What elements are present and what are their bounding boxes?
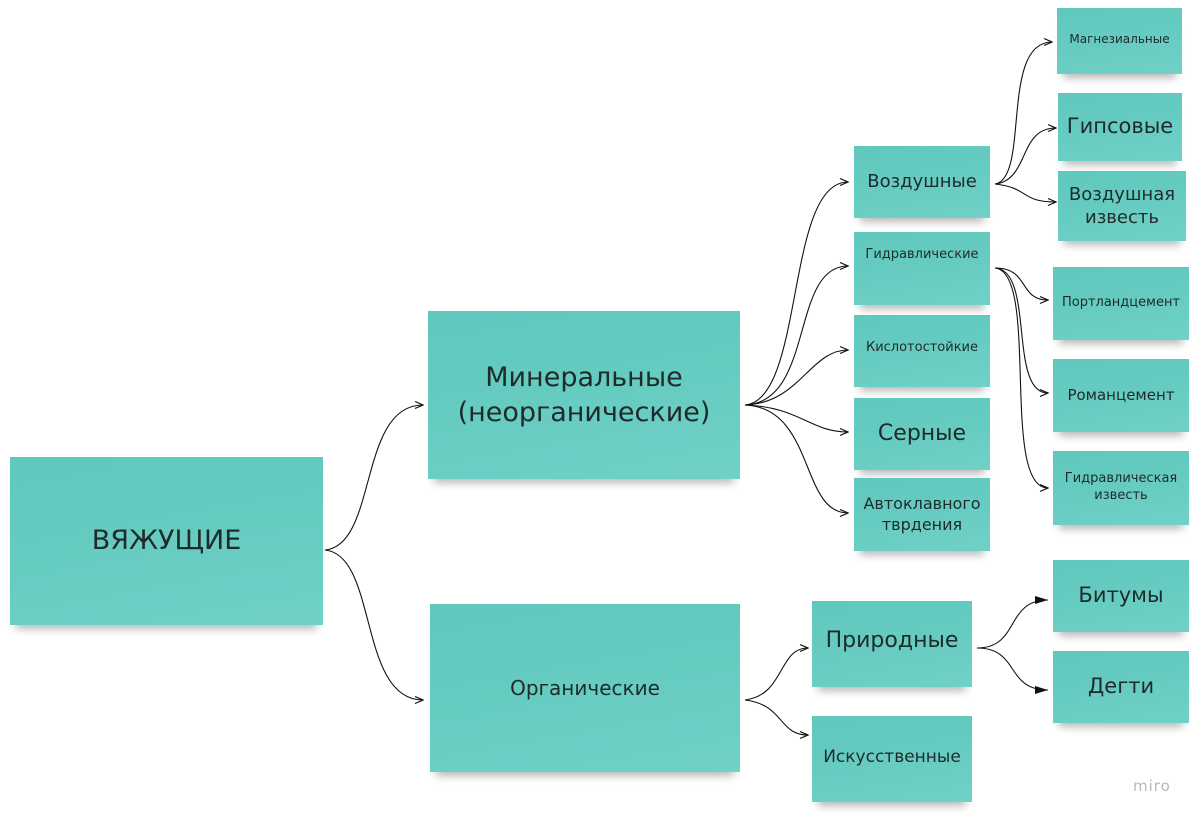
node-bitumen-label: Битумы <box>1078 583 1164 608</box>
node-magnesial-label: Магнезиальные <box>1069 32 1170 47</box>
node-acid-resistant[interactable]: Кислотостойкие <box>854 315 990 387</box>
node-tar[interactable]: Дегти <box>1053 651 1189 723</box>
node-artificial-label: Искусственные <box>823 746 961 767</box>
node-acid-resistant-label: Кислотостойкие <box>865 339 979 355</box>
connector-hydraulic-portland <box>994 267 1048 300</box>
connector-root-mineral <box>324 405 423 551</box>
connector-air-magnesial <box>994 42 1052 185</box>
node-natural-label: Природные <box>825 627 959 653</box>
node-air-lime-label: Воздушная известь <box>1068 183 1176 228</box>
node-sulfur-label: Серные <box>877 420 967 446</box>
connector-root-organic <box>324 549 423 700</box>
miro-watermark: miro <box>1133 777 1171 795</box>
node-organic-label: Органические <box>510 676 660 700</box>
node-binders-label: ВЯЖУЩИЕ <box>91 525 242 557</box>
connector-mineral-air <box>744 182 848 406</box>
node-portland-label: Портландцемент <box>1061 295 1181 311</box>
node-tar-label: Дегти <box>1087 674 1155 699</box>
connector-organic-artificial <box>744 699 808 735</box>
connector-natural-bitumen <box>976 596 1049 649</box>
node-autoclave-label: Автоклавного тврдения <box>863 493 981 534</box>
node-artificial[interactable]: Искусственные <box>812 716 972 802</box>
node-mineral[interactable]: Минеральные (неорганические) <box>428 311 740 479</box>
node-organic[interactable]: Органические <box>430 604 740 772</box>
connector-natural-tar <box>976 647 1049 694</box>
node-hydraulic-lime-label: Гидравлическая известь <box>1064 471 1178 503</box>
connector-hydraulic-hlime <box>994 267 1048 488</box>
node-hydraulic[interactable]: Гидравлические <box>854 232 990 305</box>
node-natural[interactable]: Природные <box>812 601 972 687</box>
node-bitumen[interactable]: Битумы <box>1053 560 1189 632</box>
node-autoclave[interactable]: Автоклавного тврдения <box>854 478 990 551</box>
node-air-label: Воздушные <box>867 171 977 193</box>
node-binders[interactable]: ВЯЖУЩИЕ <box>10 457 323 625</box>
connector-mineral-autoclave <box>744 404 848 513</box>
node-hydraulic-lime[interactable]: Гидравлическая известь <box>1053 451 1189 525</box>
node-gypsum-label: Гипсовые <box>1066 114 1174 139</box>
node-romancement-label: Романцемент <box>1067 385 1175 404</box>
connector-mineral-hydraulic <box>744 266 848 406</box>
node-mineral-label: Минеральные (неорганические) <box>457 361 711 428</box>
node-hydraulic-label: Гидравлические <box>865 247 979 263</box>
connector-air-gypsum <box>994 128 1056 185</box>
connector-organic-natural <box>744 648 808 701</box>
node-portland[interactable]: Портландцемент <box>1053 267 1189 340</box>
connector-hydraulic-roman <box>994 267 1048 393</box>
connector-mineral-sulfur <box>744 404 848 432</box>
node-romancement[interactable]: Романцемент <box>1053 359 1189 432</box>
node-gypsum[interactable]: Гипсовые <box>1058 93 1182 161</box>
connector-mineral-acid <box>744 350 848 406</box>
node-air-lime[interactable]: Воздушная известь <box>1058 171 1186 241</box>
node-sulfur[interactable]: Серные <box>854 398 990 470</box>
connector-air-lime <box>994 183 1056 202</box>
node-magnesial[interactable]: Магнезиальные <box>1057 8 1182 74</box>
node-air[interactable]: Воздушные <box>854 146 990 218</box>
